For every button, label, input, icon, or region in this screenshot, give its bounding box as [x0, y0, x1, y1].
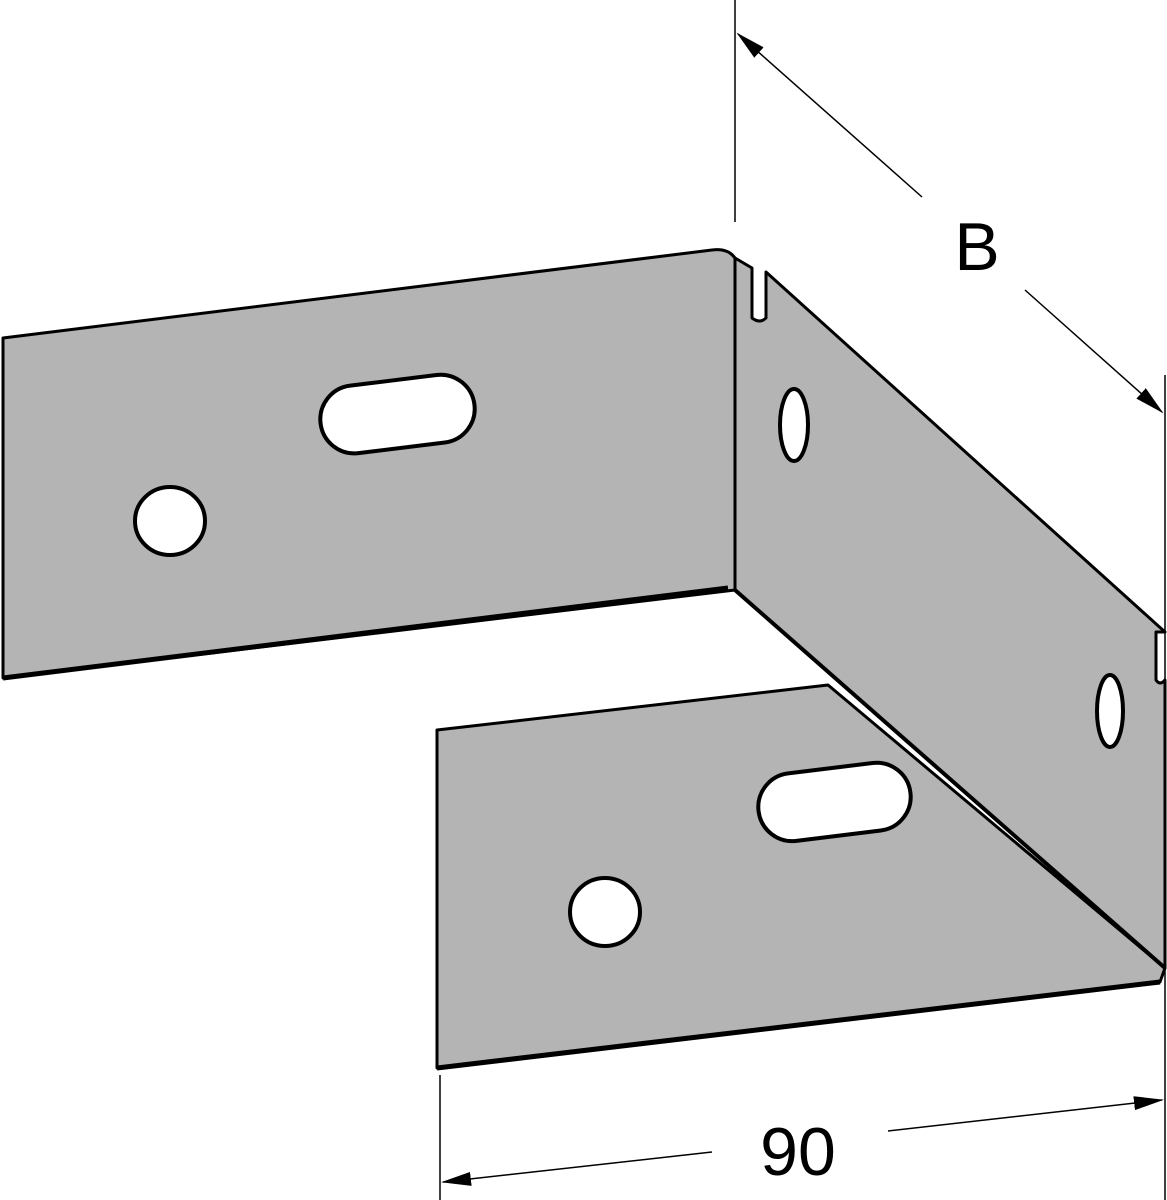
dimension-arrow-b-upper	[736, 32, 923, 198]
side-plate	[733, 256, 1167, 970]
left-plate-bottom-edge	[2, 585, 729, 681]
slot-hole-bottom	[756, 760, 913, 844]
dimension-label-90: 90	[760, 1114, 836, 1190]
dimension-arrow-90-right	[887, 1096, 1164, 1132]
dimension-arrow-b-lower	[1024, 289, 1164, 414]
round-hole-side-top	[778, 387, 810, 463]
round-hole-bottom	[568, 876, 642, 948]
bottom-plate	[435, 683, 1167, 1070]
dimension-label-b: B	[954, 209, 999, 285]
slot-hole-left	[318, 372, 477, 456]
left-plate	[1, 248, 737, 680]
round-hole-left	[133, 485, 207, 557]
bottom-plate-front-edge	[436, 979, 1161, 1071]
round-hole-side-bottom	[1095, 673, 1125, 749]
bend-line	[733, 588, 1167, 970]
dimension-arrow-90-left	[441, 1151, 713, 1186]
